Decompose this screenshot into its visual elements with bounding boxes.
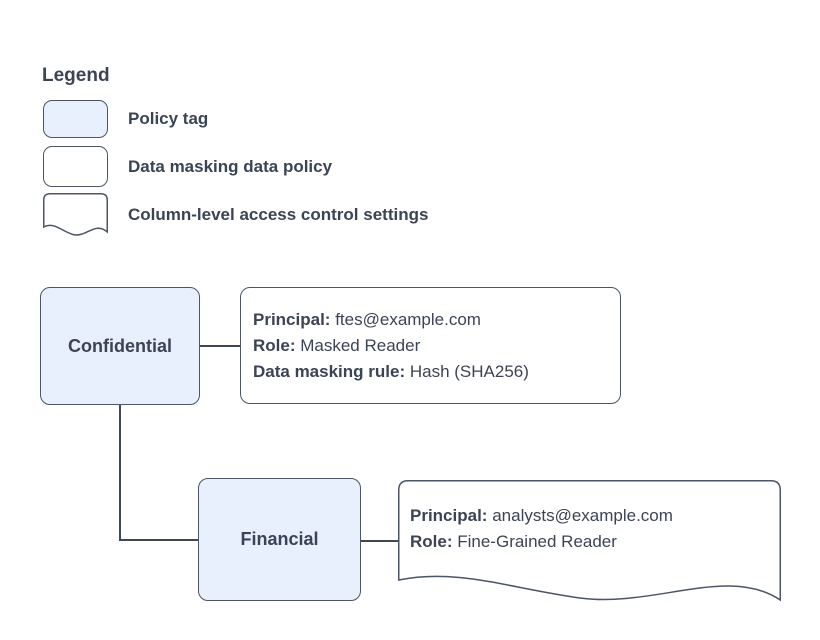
policy-tag-confidential-label: Confidential <box>68 335 172 356</box>
policy-line-principal-value: ftes@example.com <box>335 309 481 329</box>
legend-title: Legend <box>42 65 110 86</box>
data-policy-swatch <box>43 146 108 187</box>
connector-financial-to-column-access <box>360 540 398 542</box>
policy-tag-confidential: Confidential <box>40 287 200 405</box>
access-line-principal: Principal: analysts@example.com <box>410 503 780 529</box>
access-line-role: Role: Fine-Grained Reader <box>410 529 780 555</box>
policy-tag-financial: Financial <box>198 478 361 601</box>
column-access-settings-shape <box>398 480 781 602</box>
legend-label-data-policy: Data masking data policy <box>128 157 333 176</box>
access-line-role-value: Fine-Grained Reader <box>457 532 617 551</box>
policy-line-principal-label: Principal: <box>253 309 331 329</box>
policy-tag-financial-label: Financial <box>240 529 319 549</box>
access-line-principal-value: analysts@example.com <box>492 506 673 525</box>
policy-line-masking-rule-value: Hash (SHA256) <box>409 361 529 381</box>
access-line-principal-label: Principal: <box>410 506 488 525</box>
connector-confidential-to-policy <box>200 345 240 347</box>
column-access-swatch <box>43 193 108 236</box>
column-access-settings-text: Principal: analysts@example.com Role: Fi… <box>410 503 780 555</box>
connector-confidential-to-financial-horizontal <box>119 539 199 541</box>
policy-line-role-label: Role: <box>253 335 296 355</box>
connector-confidential-to-financial-vertical <box>119 404 121 540</box>
policy-line-masking-rule-label: Data masking rule: <box>253 361 406 381</box>
policy-tag-swatch <box>43 100 108 138</box>
policy-line-principal: Principal: ftes@example.com <box>253 307 620 333</box>
access-line-role-label: Role: <box>410 532 453 551</box>
policy-line-role: Role: Masked Reader <box>253 333 620 359</box>
legend-label-column-access: Column-level access control settings <box>128 205 429 224</box>
data-masking-policy-box: Principal: ftes@example.com Role: Masked… <box>240 287 621 404</box>
legend-label-policy-tag: Policy tag <box>128 109 209 128</box>
policy-line-masking-rule: Data masking rule: Hash (SHA256) <box>253 359 620 385</box>
policy-line-role-value: Masked Reader <box>300 335 421 355</box>
